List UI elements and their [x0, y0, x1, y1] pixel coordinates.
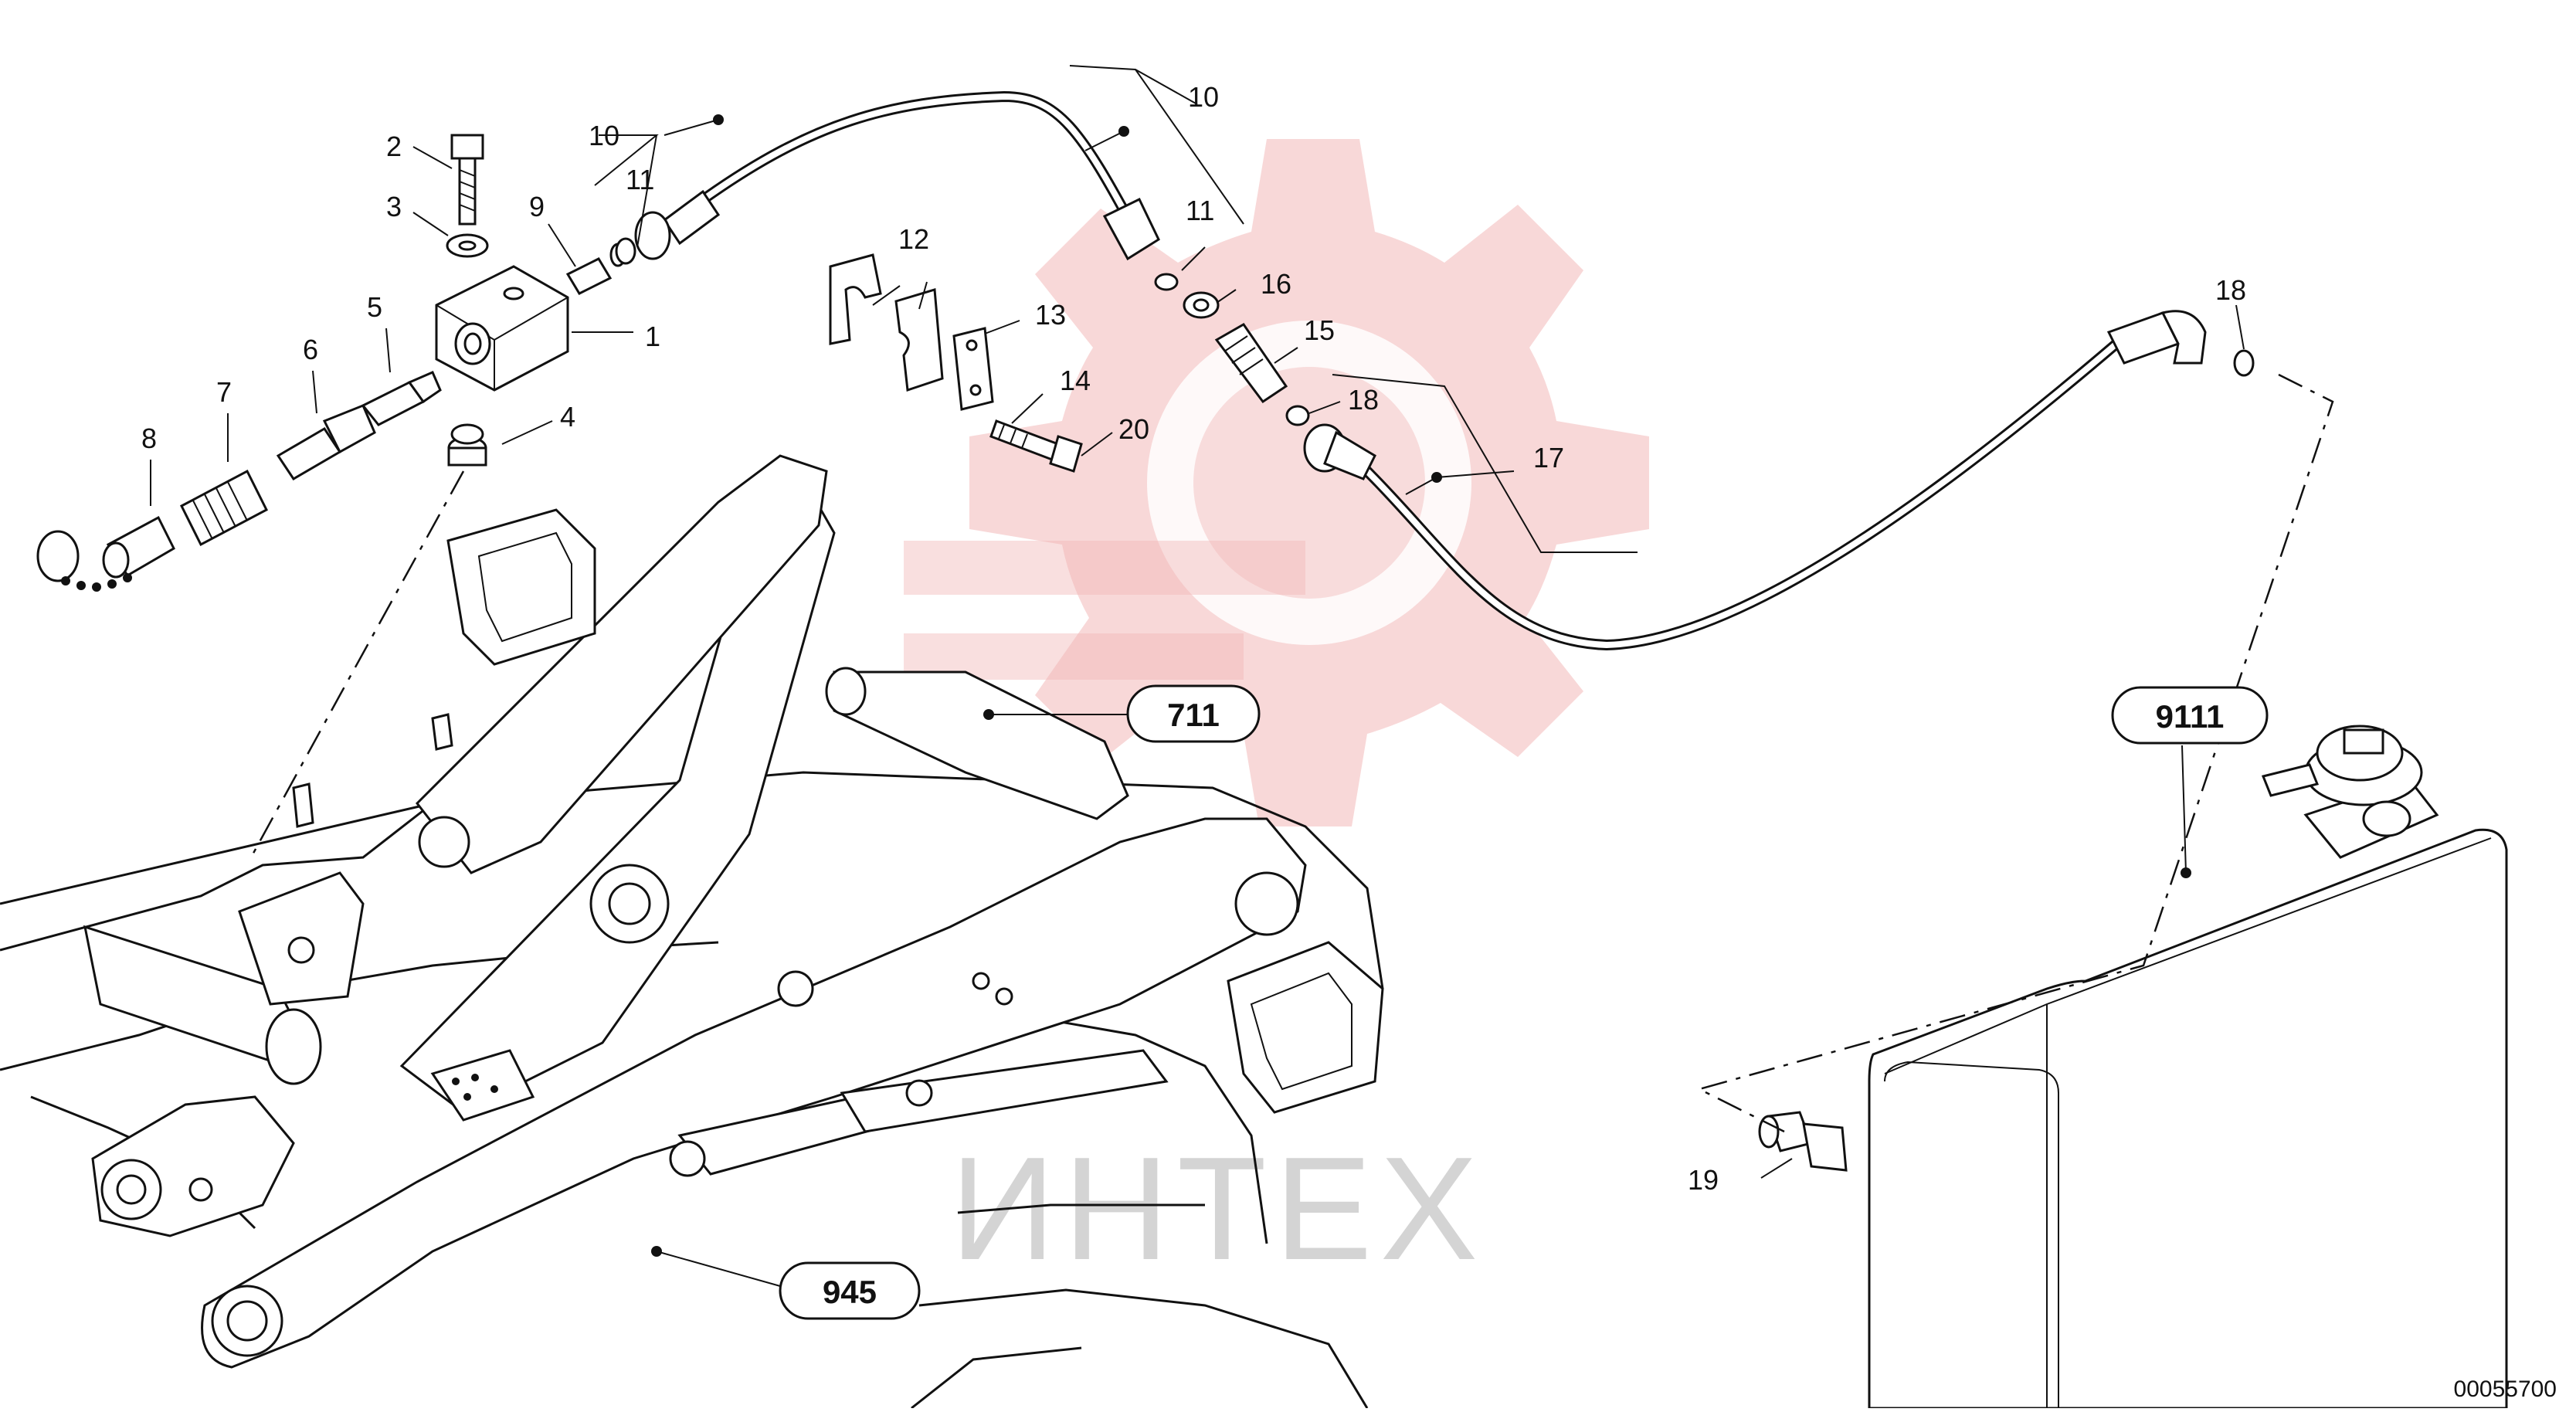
callout-14: 14	[1060, 365, 1091, 396]
reference-711-label: 711	[1167, 697, 1220, 733]
loader-frame	[0, 454, 1384, 1410]
o-ring-18a	[1285, 405, 1310, 426]
adapter-6	[276, 404, 376, 481]
clamp-12	[829, 253, 944, 392]
callout-1: 1	[645, 321, 660, 352]
washer-3	[446, 233, 489, 258]
cap-8	[36, 515, 175, 592]
callout-8: 8	[141, 423, 157, 454]
plate-13	[952, 327, 994, 411]
callout-3: 3	[386, 191, 402, 222]
callout-4: 4	[560, 401, 575, 433]
drawing-code: 00055700	[2454, 1376, 2557, 1402]
fuel-tank	[1868, 725, 2508, 1410]
callout-10-left: 10	[589, 120, 619, 151]
callout-6: 6	[303, 334, 318, 365]
callout-9: 9	[529, 191, 545, 222]
callout-16: 16	[1261, 268, 1291, 300]
o-ring-11a	[615, 237, 636, 265]
callout-20: 20	[1118, 413, 1149, 445]
reference-711[interactable]: 711	[1126, 684, 1261, 743]
hose-10	[634, 90, 1179, 291]
watermark-text: ИНТЕХ	[950, 1127, 1485, 1291]
hose-17	[1303, 310, 2207, 651]
coupling-7	[180, 469, 268, 547]
callout-18-right: 18	[2215, 274, 2246, 306]
callout-7: 7	[216, 376, 232, 408]
reference-945[interactable]: 945	[779, 1261, 921, 1320]
callout-17: 17	[1533, 442, 1564, 473]
callout-11-right: 11	[1186, 195, 1214, 226]
callout-19: 19	[1688, 1164, 1719, 1196]
bolt-14	[989, 419, 1083, 473]
callout-15: 15	[1304, 314, 1335, 346]
callout-18-left: 18	[1348, 384, 1379, 416]
callouts: 1 2 3 4 5 6 7 8 9 10 10 11 11 12 13 14 1…	[141, 81, 2246, 1196]
o-ring-18b	[2233, 349, 2255, 377]
centerlines	[249, 373, 2334, 1133]
valve-block-1	[435, 265, 569, 392]
fitting-15	[1214, 323, 1288, 404]
callout-12: 12	[898, 223, 929, 255]
callout-13: 13	[1035, 299, 1066, 331]
nut-16	[1183, 291, 1220, 319]
fitting-19	[1758, 1111, 1848, 1172]
callout-2: 2	[386, 131, 402, 162]
leader-lines	[150, 65, 2245, 1287]
nut-4	[447, 423, 487, 467]
callout-5: 5	[367, 291, 382, 323]
reference-9111[interactable]: 9111	[2111, 686, 2269, 745]
reference-945-label: 945	[823, 1274, 877, 1310]
callout-10-right: 10	[1188, 81, 1219, 113]
adapter-5	[361, 371, 442, 426]
callout-11-left: 11	[626, 164, 654, 195]
bolt-2	[450, 134, 484, 226]
watermark-gear-icon	[904, 139, 1649, 826]
reference-9111-label: 9111	[2156, 698, 2225, 735]
